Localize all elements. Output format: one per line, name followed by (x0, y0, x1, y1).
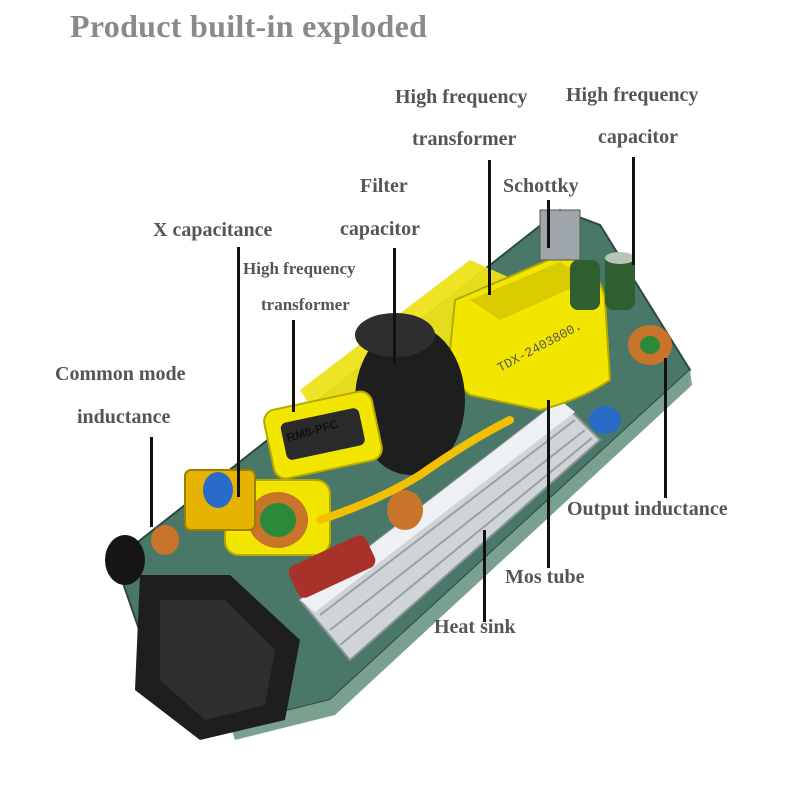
leader-filter-capacitor (393, 248, 396, 363)
label-filter-capacitor-line1: Filter (360, 175, 408, 197)
label-schottky: Schottky (503, 175, 579, 197)
label-hf-transformer-main-line1: High frequency (395, 86, 528, 108)
label-filter-capacitor-line2: capacitor (340, 218, 420, 240)
leader-output-inductance (664, 358, 667, 498)
label-hf-transformer-pfc-line1: High frequency (243, 259, 356, 278)
schottky-diode (539, 209, 581, 261)
label-hf-transformer-main-line2: transformer (412, 128, 517, 150)
page-title: Product built-in exploded (70, 8, 428, 44)
leader-hf-transformer-main (488, 160, 491, 295)
label-hf-transformer-pfc-line2: transformer (261, 295, 350, 314)
leader-schottky (547, 200, 550, 248)
hf-capacitor (605, 255, 635, 310)
label-common-mode-line1: Common mode (55, 363, 186, 385)
label-hf-capacitor-line1: High frequency (566, 84, 699, 106)
leader-x-capacitance (237, 247, 240, 497)
leader-heat-sink (483, 530, 486, 622)
red-capacitor (288, 535, 376, 598)
leader-hf-capacitor (632, 157, 635, 265)
label-output-inductance: Output inductance (567, 498, 728, 520)
leader-hf-transformer-pfc (292, 320, 295, 412)
filter-capacitor (355, 325, 465, 475)
label-heat-sink: Heat sink (434, 616, 516, 638)
label-common-mode-line2: inductance (77, 406, 171, 428)
label-mos-tube: Mos tube (505, 566, 585, 588)
label-hf-capacitor-line2: capacitor (598, 126, 678, 148)
label-x-capacitance: X capacitance (153, 219, 273, 241)
leader-mos-tube (547, 400, 550, 568)
leader-common-mode (150, 437, 153, 527)
blue-capacitor (203, 472, 233, 508)
